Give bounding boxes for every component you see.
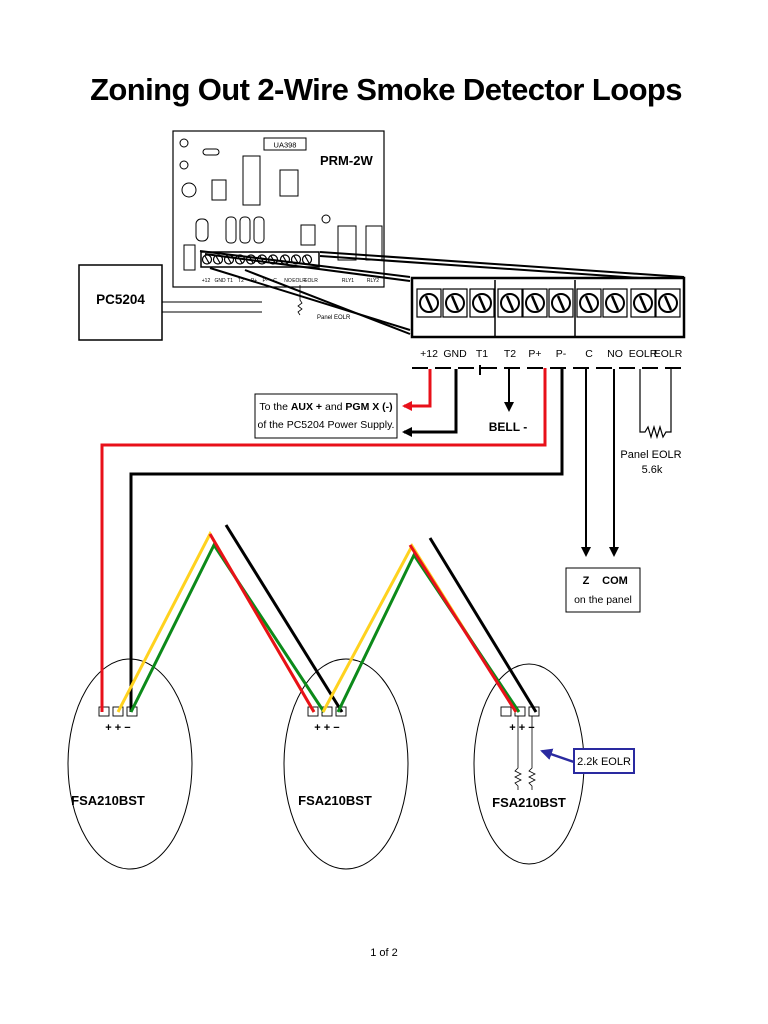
terminal-label: EOLR: [629, 348, 658, 360]
power-note-line2: of the PC5204 Power Supply.: [258, 419, 395, 431]
terminal-screw: [655, 288, 681, 318]
zone-note-com: COM: [602, 575, 628, 587]
eolr-note-box: 2.2k EOLR: [540, 748, 635, 774]
terminal-screw: [602, 288, 628, 318]
detector-2-label: FSA210BST: [298, 793, 372, 808]
terminal-screw: [416, 288, 442, 318]
mini-terminal-label: EOLR: [304, 278, 318, 284]
module-name: PRM-2W: [320, 153, 373, 168]
detector-2: + + − FSA210BST: [283, 658, 409, 870]
mini-terminal-label: +12: [202, 278, 211, 284]
detector-1-terminals: + + −: [105, 722, 130, 734]
terminal-label: NO: [607, 348, 623, 360]
mini-terminal-label: NO: [284, 278, 292, 284]
terminal-screw: [630, 288, 656, 318]
terminal-label: GND: [443, 348, 467, 360]
terminal-label: EOLR: [654, 348, 683, 360]
detector-1-label: FSA210BST: [71, 793, 145, 808]
detector-terminal: [500, 706, 512, 717]
mini-terminal-label: EOLR: [292, 278, 306, 284]
power-note-box: To the AUX + and PGM X (-) of the PC5204…: [254, 393, 398, 439]
terminal-label: +12: [420, 348, 438, 360]
mini-terminal-label: RLY1: [342, 278, 354, 284]
detector-3-terminals: + + −: [509, 722, 534, 734]
zone-note-z: Z: [583, 575, 590, 587]
pc5204-label: PC5204: [96, 292, 145, 307]
zone-note-box: Z COM on the panel: [565, 567, 641, 613]
loop-wiring: [100, 368, 564, 713]
zone-wires: [581, 369, 619, 557]
panel-eolr-value: 5.6k: [642, 464, 663, 476]
detector-3-label: FSA210BST: [492, 795, 566, 810]
detector-3-eolr-resistor: [514, 716, 536, 790]
terminal-screw: [576, 288, 602, 318]
eolr-note-label: 2.2k EOLR: [577, 756, 631, 768]
mini-terminal-label: GND: [214, 278, 226, 284]
mini-panel-eolr: Panel EOLR: [317, 315, 351, 321]
panel-eolr-label: Panel EOLR: [620, 449, 681, 461]
terminal-label: P-: [556, 348, 567, 360]
terminal-strip: [410, 276, 686, 339]
detector-1: + + − FSA210BST: [67, 658, 193, 870]
module-chip-label: UA398: [274, 141, 297, 150]
page-number: 1 of 2: [370, 947, 398, 959]
pc5204-panel: PC5204: [78, 264, 262, 341]
terminal-label: P+: [528, 348, 541, 360]
detector-3: + + − FSA210BST: [473, 663, 585, 865]
terminal-label: T1: [476, 348, 488, 360]
power-note-line1: To the AUX + and PGM X (-): [259, 401, 392, 413]
zone-note-line2: on the panel: [574, 594, 632, 606]
terminal-label: C: [585, 348, 593, 360]
panel-eolr-resistor: [639, 369, 672, 440]
mini-terminal-label: P-: [263, 278, 268, 284]
mini-terminal-label: RLY2: [367, 278, 379, 284]
detector-terminal: [98, 706, 110, 717]
terminal-screw: [522, 288, 548, 318]
power-wires: [402, 369, 458, 437]
terminal-label: T2: [504, 348, 516, 360]
page-title: Zoning Out 2-Wire Smoke Detector Loops: [90, 72, 682, 107]
mini-terminal-label: T1: [227, 278, 233, 284]
terminal-screw: [548, 288, 574, 318]
bell-label: BELL -: [489, 420, 527, 434]
terminal-screw: [442, 288, 468, 318]
terminal-screw: [497, 288, 523, 318]
terminal-screw: [469, 288, 495, 318]
detector-2-terminals: + + −: [314, 722, 339, 734]
mini-terminal-label: T2: [238, 278, 244, 284]
